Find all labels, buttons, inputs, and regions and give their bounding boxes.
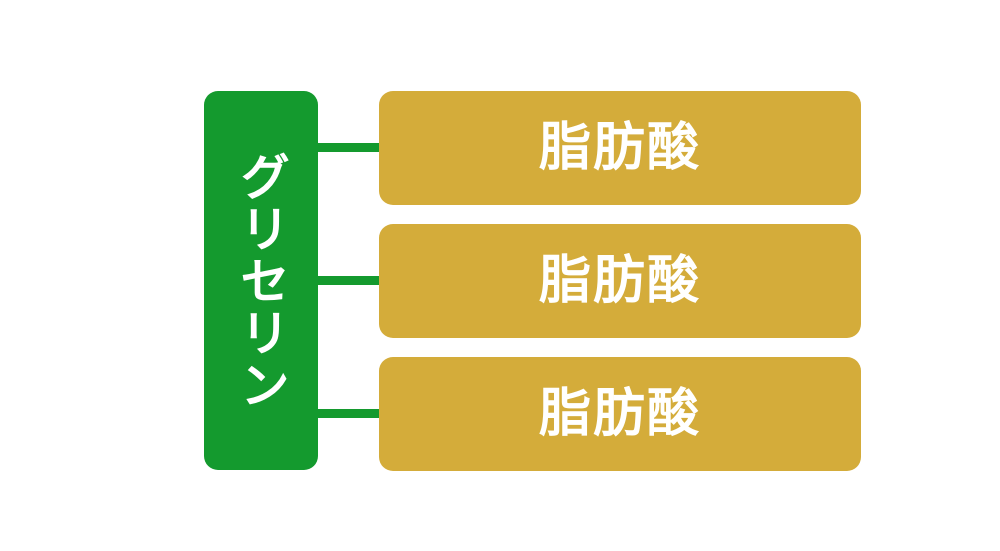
- connector-line-2: [318, 276, 380, 285]
- fatty-acid-box-1: 脂肪酸: [379, 91, 861, 205]
- fatty-acid-label-2: 脂肪酸: [538, 251, 701, 311]
- fatty-acid-box-3: 脂肪酸: [379, 357, 861, 471]
- connector-line-1: [318, 143, 380, 152]
- fatty-acid-label-1: 脂肪酸: [538, 118, 701, 178]
- glycerol-box: グリセリン: [204, 91, 318, 470]
- fatty-acid-box-2: 脂肪酸: [379, 224, 861, 338]
- connector-line-3: [318, 409, 380, 418]
- fatty-acid-label-3: 脂肪酸: [538, 384, 701, 444]
- glycerol-label: グリセリン: [232, 150, 290, 411]
